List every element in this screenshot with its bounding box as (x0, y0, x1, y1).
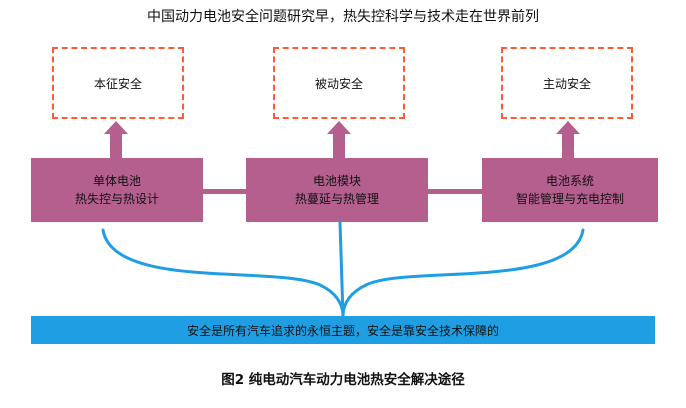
cell-module-title: 单体电池 (92, 174, 141, 188)
battery-system-box: 电池系统 智能管理与充电控制 (482, 158, 658, 222)
arrow-up-icon (327, 121, 351, 158)
active-safety-box: 主动安全 (501, 47, 633, 119)
safety-principle-bar: 安全是所有汽车追求的永恒主题，安全是靠安全技术保障的 (31, 316, 655, 344)
curve-left (101, 228, 345, 318)
active-safety-label: 主动安全 (542, 76, 591, 91)
curve-right (341, 228, 585, 318)
arrow-up-icon (556, 121, 580, 158)
intrinsic-safety-label: 本征安全 (93, 76, 142, 91)
cell-module-subtitle: 热失控与热设计 (74, 192, 159, 206)
arrow-up-icon (104, 121, 128, 158)
passive-safety-label: 被动安全 (314, 76, 363, 91)
safety-principle-text: 安全是所有汽车追求的永恒主题，安全是靠安全技术保障的 (186, 323, 499, 338)
curve-center (338, 220, 345, 318)
battery-module-subtitle: 热蔓延与热管理 (294, 192, 379, 206)
figure-caption: 图2 纯电动汽车动力电池热安全解决途径 (221, 372, 465, 388)
cell-module-box: 单体电池 热失控与热设计 (31, 158, 203, 222)
battery-module-title: 电池模块 (312, 174, 361, 188)
intrinsic-safety-box: 本征安全 (52, 47, 184, 119)
battery-system-subtitle: 智能管理与充电控制 (515, 192, 624, 206)
battery-module-box: 电池模块 热蔓延与热管理 (246, 158, 428, 222)
connector-cell-module (203, 189, 246, 194)
diagram-heading: 中国动力电池安全问题研究早，热失控科学与技术走在世界前列 (147, 9, 539, 25)
connector-module-system (428, 189, 482, 194)
passive-safety-box: 被动安全 (273, 47, 405, 119)
battery-system-title: 电池系统 (545, 174, 594, 188)
